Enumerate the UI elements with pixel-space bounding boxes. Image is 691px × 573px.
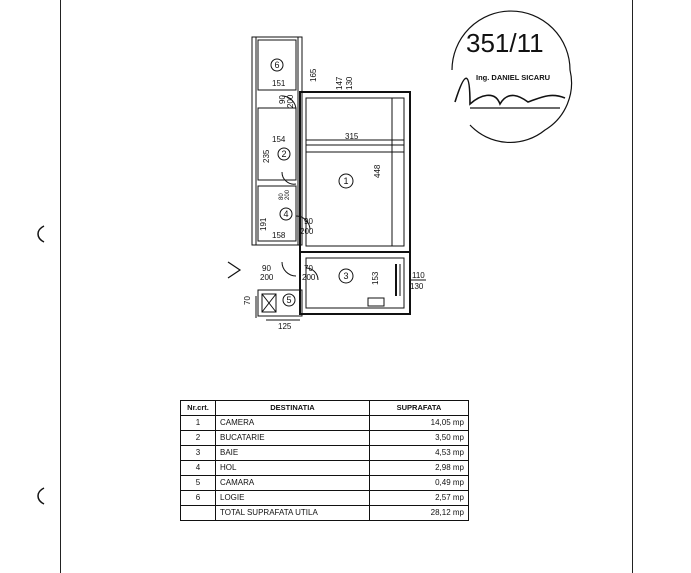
dim-165: 165 — [309, 68, 318, 82]
dim-200-mid2: 200 — [300, 227, 314, 236]
table-header-row: Nr.crt. DESTINATIA SUPRAFATA — [180, 400, 469, 416]
room-number-3: 3 — [343, 271, 348, 281]
dim-200-low2: 200 — [302, 273, 316, 282]
dim-90-low: 90 — [262, 264, 271, 273]
room-5-outline — [257, 289, 303, 317]
cell-suprafata: 0,49 mp — [369, 475, 469, 491]
cell-suprafata: 14,05 mp — [369, 415, 469, 431]
table-row: 1 CAMERA 14,05 mp — [180, 415, 469, 431]
dim-315: 315 — [345, 132, 359, 141]
cell-suprafata: 2,57 mp — [369, 490, 469, 506]
door-arc-room-1 — [295, 215, 311, 231]
door-arc-room-2 — [281, 95, 297, 111]
cell-nr: 2 — [180, 430, 216, 446]
door-arc-room-3 — [305, 267, 319, 281]
cell-suprafata: 4,53 mp — [369, 445, 469, 461]
page-reference: 351/11 — [466, 28, 544, 58]
table-total-row: TOTAL SUPRAFATA UTILA 28,12 mp — [180, 505, 469, 521]
dim-130-right: 130 — [410, 282, 424, 291]
table-row: 5 CAMARA 0,49 mp — [180, 475, 469, 491]
cell-destinatia: BUCATARIE — [215, 430, 370, 446]
right-margin-line — [632, 0, 633, 573]
dim-80: 80 — [279, 193, 285, 200]
cell-suprafata: 3,50 mp — [369, 430, 469, 446]
entrance-arrow-icon — [227, 261, 242, 279]
left-margin-line — [60, 0, 61, 573]
dim-153: 153 — [371, 271, 380, 285]
room-1-outline — [299, 91, 411, 253]
table-row: 2 BUCATARIE 3,50 mp — [180, 430, 469, 446]
margin-mark-bottom — [37, 487, 45, 505]
door-arc-entrance — [281, 261, 297, 277]
room-3-outline — [299, 251, 411, 315]
stamp-circle — [451, 10, 573, 143]
room-4-outline — [257, 185, 297, 242]
header-suprafata: SUPRAFATA — [369, 400, 469, 416]
dim-90-mid: 90 — [304, 217, 313, 226]
left-wing-outline — [251, 36, 303, 246]
header-destinatia: DESTINATIA — [215, 400, 370, 416]
dim-200-top: 200 — [286, 94, 295, 108]
cell-destinatia: CAMARA — [215, 475, 370, 491]
room-number-1: 1 — [343, 176, 348, 186]
stamp-engineer-name: Ing. DANIEL SICARU — [476, 73, 550, 82]
signature-scribble — [454, 77, 566, 106]
dim-191: 191 — [259, 217, 268, 231]
cell-destinatia: HOL — [215, 460, 370, 476]
room-number-5: 5 — [286, 295, 291, 305]
total-label: TOTAL SUPRAFATA UTILA — [215, 505, 370, 521]
dim-90-top: 90 — [278, 95, 287, 104]
table-row: 4 HOL 2,98 mp — [180, 460, 469, 476]
cell-nr-empty — [180, 505, 216, 521]
cell-nr: 1 — [180, 415, 216, 431]
dim-130-top: 130 — [345, 76, 354, 90]
dim-151: 151 — [272, 79, 286, 88]
dim-158: 158 — [272, 231, 286, 240]
cell-destinatia: LOGIE — [215, 490, 370, 506]
table-row: 6 LOGIE 2,57 mp — [180, 490, 469, 506]
cell-nr: 5 — [180, 475, 216, 491]
dim-154: 154 — [272, 135, 286, 144]
dim-200-low: 200 — [260, 273, 274, 282]
room-number-2: 2 — [281, 149, 286, 159]
cell-nr: 4 — [180, 460, 216, 476]
margin-mark-top — [37, 225, 45, 243]
room-6-outline — [257, 39, 297, 91]
cell-suprafata: 2,98 mp — [369, 460, 469, 476]
area-table: Nr.crt. DESTINATIA SUPRAFATA 1 CAMERA 14… — [180, 400, 469, 521]
dim-70-low: 70 — [304, 264, 313, 273]
total-value: 28,12 mp — [369, 505, 469, 521]
room-number-6: 6 — [274, 60, 279, 70]
dim-235: 235 — [262, 149, 271, 163]
room-number-4: 4 — [283, 209, 288, 219]
dim-448: 448 — [373, 164, 382, 178]
table-row: 3 BAIE 4,53 mp — [180, 445, 469, 461]
dim-70-side: 70 — [243, 296, 252, 305]
cell-destinatia: CAMERA — [215, 415, 370, 431]
door-arc-room-4 — [281, 171, 297, 185]
dim-125: 125 — [278, 322, 292, 331]
cell-destinatia: BAIE — [215, 445, 370, 461]
cell-nr: 3 — [180, 445, 216, 461]
dim-110: 110 — [412, 271, 425, 280]
room-2-outline — [257, 107, 297, 181]
header-nr: Nr.crt. — [180, 400, 216, 416]
dim-147: 147 — [335, 76, 344, 90]
dim-200-mid: 200 — [285, 189, 291, 200]
cell-nr: 6 — [180, 490, 216, 506]
